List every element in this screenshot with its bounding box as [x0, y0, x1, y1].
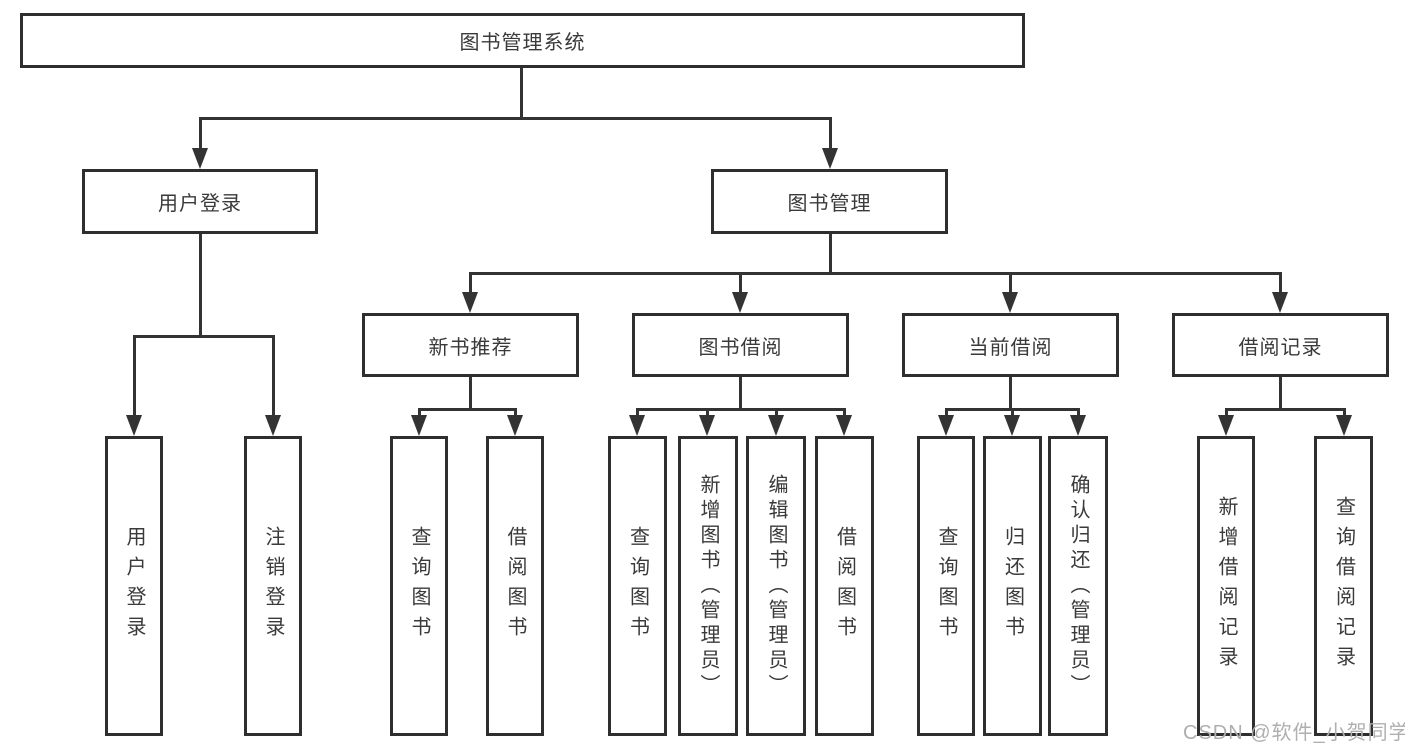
- node-label: 当前借阅: [968, 336, 1053, 359]
- node-user-login: 用户登录: [82, 169, 318, 234]
- connector-line: [1343, 408, 1346, 415]
- connector-line: [1009, 377, 1012, 408]
- arrow-down-icon: [462, 292, 478, 313]
- arrow-down-icon: [938, 415, 954, 436]
- arrow-down-icon: [126, 415, 142, 436]
- arrow-down-icon: [629, 415, 645, 436]
- leaf-logout: 注销登录: [244, 436, 302, 736]
- connector-line: [706, 408, 709, 415]
- connector-line: [636, 408, 846, 411]
- node-new-book-recommend: 新书推荐: [362, 313, 579, 377]
- arrow-down-icon: [768, 415, 784, 436]
- arrow-down-icon: [1218, 415, 1234, 436]
- connector-line: [514, 408, 517, 415]
- node-library-management-system: 图书管理系统: [20, 13, 1025, 68]
- leaf-label: 归还图书: [1001, 526, 1024, 646]
- node-label: 图书管理系统: [459, 32, 586, 54]
- connector-line: [1225, 408, 1346, 411]
- connector-line: [418, 408, 517, 411]
- arrow-down-icon: [192, 148, 208, 169]
- leaf-borrow-books: 借阅图书: [815, 436, 874, 736]
- connector-line: [739, 272, 742, 292]
- leaf-add-books-admin: 新增图书（管理员）: [678, 436, 738, 736]
- arrow-down-icon: [265, 415, 281, 436]
- node-book-borrow: 图书借阅: [632, 313, 849, 377]
- arrow-down-icon: [1002, 292, 1018, 313]
- node-label: 用户登录: [158, 193, 242, 215]
- leaf-return-books: 归还图书: [983, 436, 1042, 736]
- leaf-query-books: 查询图书: [917, 436, 975, 736]
- leaf-label: 查询图书: [935, 526, 957, 646]
- leaf-label: 注销登录: [262, 526, 284, 646]
- leaf-label: 借阅图书: [833, 526, 856, 646]
- leaf-label: 查询图书: [408, 526, 430, 646]
- leaf-label: 查询借阅记录: [1332, 496, 1355, 676]
- connector-line: [1279, 272, 1282, 292]
- connector-line: [829, 233, 832, 272]
- leaf-label: 编辑图书（管理员）: [765, 473, 787, 699]
- arrow-down-icon: [836, 415, 852, 436]
- connector-line: [843, 408, 846, 415]
- connector-line: [469, 272, 472, 292]
- connector-line: [739, 377, 742, 408]
- connector-line: [945, 408, 948, 415]
- leaf-query-books: 查询图书: [390, 436, 448, 736]
- node-borrow-records: 借阅记录: [1172, 313, 1389, 377]
- leaf-label: 借阅图书: [504, 526, 526, 646]
- connector-line: [133, 335, 275, 338]
- connector-line: [199, 233, 202, 335]
- connector-line: [418, 408, 421, 415]
- leaf-label: 用户登录: [123, 526, 145, 646]
- leaf-label: 查询图书: [626, 526, 649, 646]
- connector-line: [1225, 408, 1228, 415]
- arrow-down-icon: [1004, 415, 1020, 436]
- connector-line: [1279, 377, 1282, 408]
- csdn-watermark: CSDN @软件_小贺同学: [1183, 722, 1405, 744]
- leaf-add-borrow-record: 新增借阅记录: [1197, 436, 1255, 736]
- node-label: 图书借阅: [698, 336, 783, 359]
- node-book-management: 图书管理: [711, 169, 948, 234]
- connector-line: [1011, 408, 1014, 415]
- leaf-query-borrow-record: 查询借阅记录: [1314, 436, 1373, 736]
- connector-line: [199, 117, 202, 148]
- connector-line: [469, 377, 472, 408]
- connector-line: [272, 335, 275, 415]
- arrow-down-icon: [732, 292, 748, 313]
- leaf-label: 新增借阅记录: [1215, 496, 1237, 676]
- connector-line: [1009, 272, 1012, 292]
- leaf-edit-books-admin: 编辑图书（管理员）: [746, 436, 806, 736]
- leaf-query-books: 查询图书: [608, 436, 667, 736]
- leaf-user-login: 用户登录: [105, 436, 163, 736]
- connector-line: [636, 408, 639, 415]
- arrow-down-icon: [1070, 415, 1086, 436]
- arrow-down-icon: [1336, 415, 1352, 436]
- arrow-down-icon: [507, 415, 523, 436]
- leaf-label: 新增图书（管理员）: [697, 473, 719, 699]
- arrow-down-icon: [411, 415, 427, 436]
- node-label: 借阅记录: [1238, 336, 1323, 359]
- connector-line: [199, 117, 832, 120]
- connector-line: [775, 408, 778, 415]
- node-label: 图书管理: [787, 193, 872, 215]
- connector-line: [469, 272, 1281, 275]
- leaf-borrow-books: 借阅图书: [486, 436, 544, 736]
- connector-line: [1077, 408, 1080, 415]
- connector-line: [829, 117, 832, 148]
- arrow-down-icon: [1272, 292, 1288, 313]
- node-label: 新书推荐: [428, 336, 513, 359]
- arrow-down-icon: [822, 148, 838, 169]
- connector-line: [520, 68, 523, 117]
- arrow-down-icon: [699, 415, 715, 436]
- connector-line: [133, 335, 136, 415]
- leaf-label: 确认归还（管理员）: [1067, 473, 1089, 699]
- node-current-borrow: 当前借阅: [902, 313, 1119, 377]
- leaf-confirm-return-admin: 确认归还（管理员）: [1048, 436, 1108, 736]
